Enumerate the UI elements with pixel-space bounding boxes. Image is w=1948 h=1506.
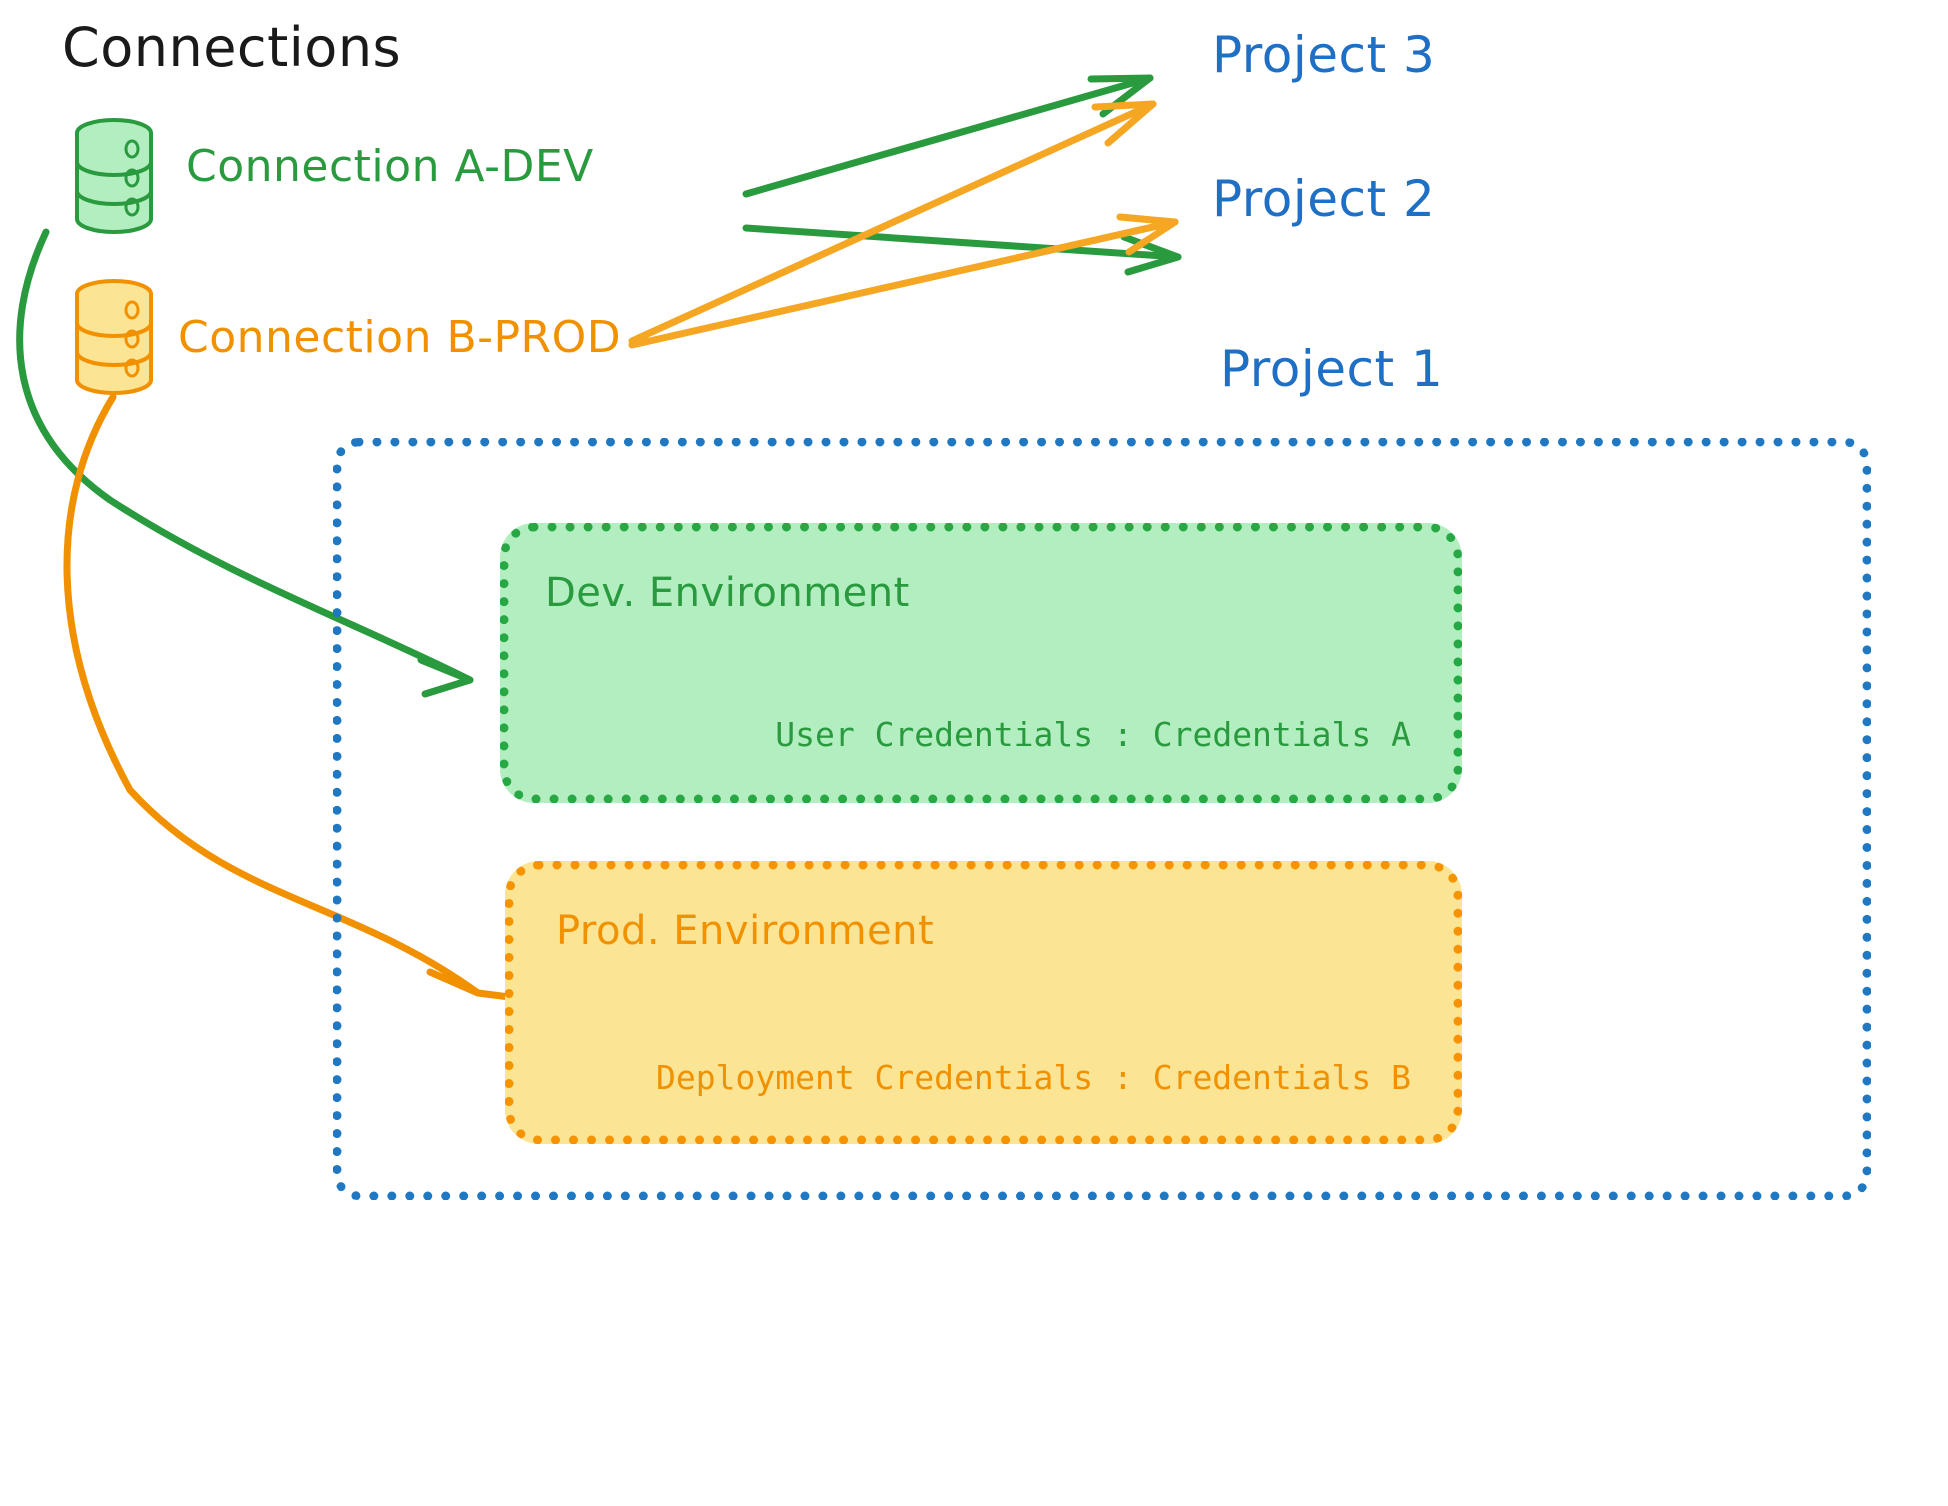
- project-2-label: Project 2: [1212, 170, 1436, 228]
- dev-environment-credentials: User Credentials : Credentials A: [775, 715, 1411, 754]
- edge-conn-a-to-project-2: [742, 224, 1182, 276]
- connection-b-prod-label: Connection B-PROD: [178, 312, 622, 363]
- dev-environment-title: Dev. Environment: [545, 570, 910, 616]
- project-3-label: Project 3: [1212, 26, 1436, 84]
- dev-environment-box: Dev. Environment User Credentials : Cred…: [500, 523, 1462, 803]
- prod-environment-box: Prod. Environment Deployment Credentials…: [505, 861, 1462, 1144]
- page-title: Connections: [62, 16, 402, 79]
- database-icon: [70, 278, 158, 396]
- project-1-container: [333, 438, 1871, 1200]
- connection-a-dev-label: Connection A-DEV: [186, 141, 594, 192]
- prod-environment-credentials: Deployment Credentials : Credentials B: [656, 1058, 1411, 1097]
- edge-conn-b-to-project-3: [628, 100, 1157, 345]
- database-icon: [70, 117, 158, 235]
- prod-environment-title: Prod. Environment: [556, 908, 935, 954]
- edge-conn-b-to-project-2: [628, 213, 1179, 349]
- edge-conn-a-to-project-3: [742, 74, 1154, 198]
- project-1-label: Project 1: [1220, 340, 1444, 398]
